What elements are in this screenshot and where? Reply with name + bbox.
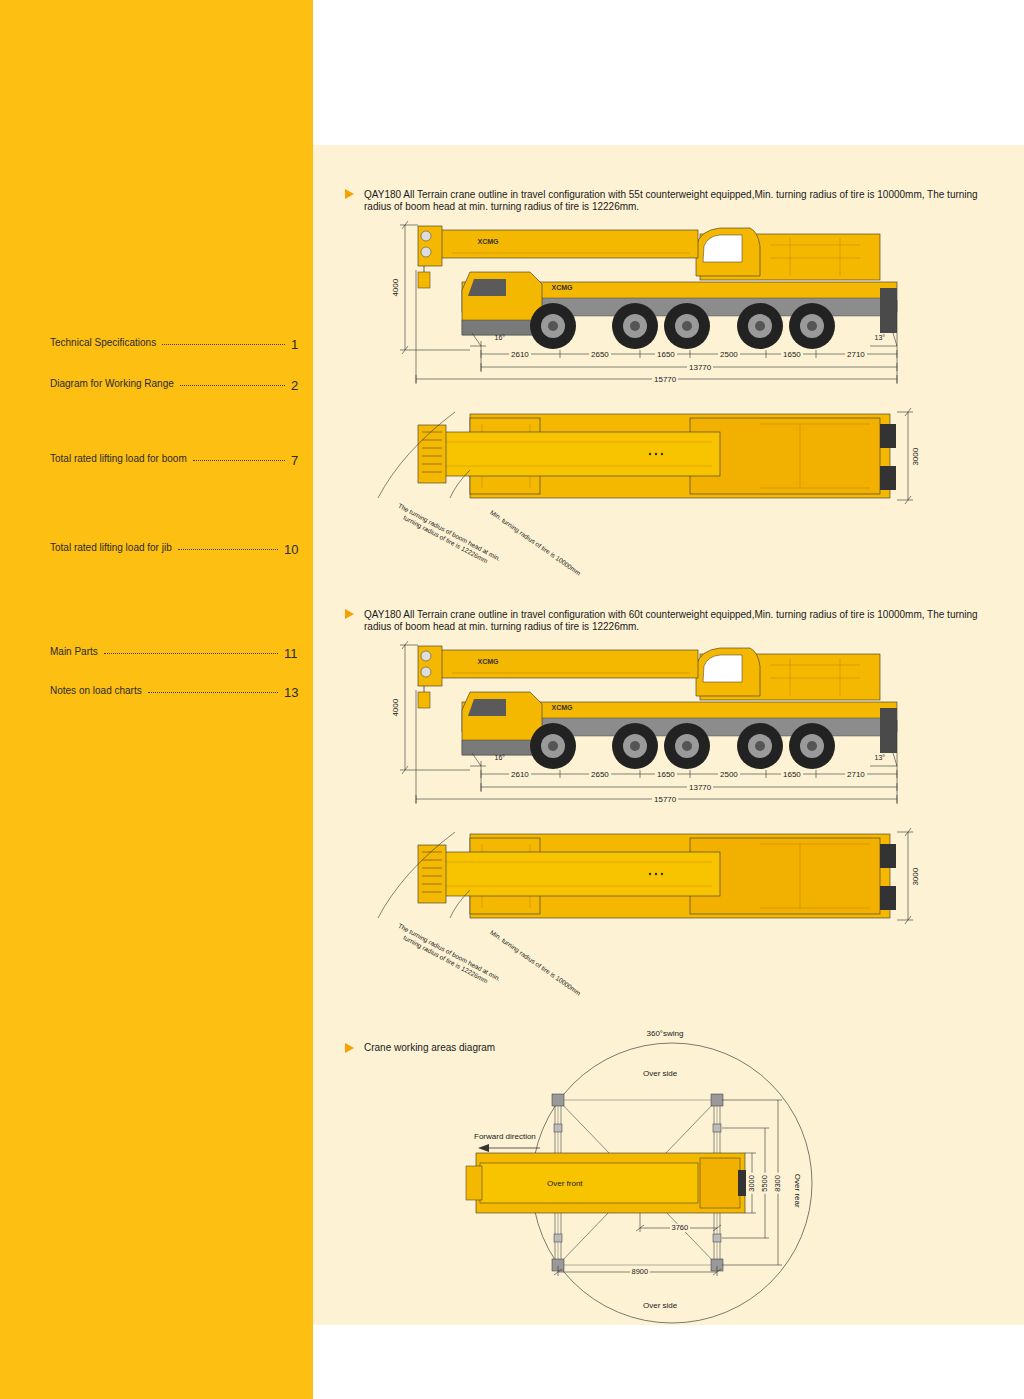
area-label: Over rear — [792, 1173, 801, 1207]
dimension-label: 1650 — [781, 770, 803, 779]
working-area-diagram-part — [466, 1166, 482, 1200]
dimension-label: 1650 — [655, 350, 677, 359]
logo-text: XCMG — [550, 704, 575, 712]
dot-leader — [148, 692, 278, 693]
working-area-diagram-part — [554, 1124, 562, 1132]
dimension-label: 4000 — [391, 278, 400, 296]
working-area-diagram-part — [700, 1158, 740, 1208]
dimension-label: 2500 — [718, 350, 740, 359]
section-heading: Crane working areas diagram — [364, 1042, 495, 1054]
working-area-diagram-part — [552, 1094, 564, 1106]
radius-note: Min. turning radius of tire is 10000mm — [488, 509, 581, 578]
toc-entry: Total rated lifting load for jib — [50, 542, 172, 554]
dimension-label: 3760 — [670, 1224, 691, 1233]
working-area-diagram-part — [476, 1153, 745, 1213]
dimension-label: 2710 — [845, 350, 867, 359]
dot-leader — [180, 385, 285, 386]
working-area-diagram-part — [713, 1124, 721, 1132]
working-area-diagram-part-part — [722, 1100, 782, 1265]
working-area-diagram-part — [738, 1170, 746, 1196]
page-number: 10 — [284, 542, 298, 557]
toc-entry: Notes on load charts — [50, 685, 142, 697]
working-area-diagram-part — [554, 1100, 782, 1276]
dimension-label: 8900 — [630, 1268, 651, 1277]
working-area-diagram-part — [486, 1148, 540, 1149]
toc-entry: Total rated lifting load for boom — [50, 453, 187, 465]
radius-note: The turning radius of boom head at min. … — [388, 919, 506, 991]
crane-outline-60t — [345, 609, 913, 924]
page-number: 13 — [284, 685, 298, 700]
section-heading: QAY180 All Terrain crane outline in trav… — [364, 609, 1004, 633]
logo-text: XCMG — [476, 658, 501, 666]
logo-text: XCMG — [550, 284, 575, 292]
angle-label: 13° — [875, 754, 886, 762]
working-area-diagram-part — [711, 1094, 723, 1106]
dot-leader — [178, 549, 278, 550]
dimension-label: 2610 — [509, 770, 531, 779]
page-number: 11 — [284, 646, 298, 661]
page-number: 2 — [291, 378, 298, 393]
dimension-label: 5500 — [760, 1173, 769, 1194]
dimension-label: 1650 — [655, 770, 677, 779]
working-area-diagram-part — [480, 1163, 698, 1203]
dimension-label: 4000 — [391, 698, 400, 716]
working-area-diagram-part — [478, 1144, 489, 1152]
dimension-label: 13770 — [687, 363, 713, 372]
dot-leader — [193, 460, 285, 461]
toc-entry: Main Parts — [50, 646, 98, 658]
working-area-diagram-part-part — [722, 1128, 769, 1238]
dimension-label: 3000 — [747, 1173, 756, 1194]
dimension-label: 13770 — [687, 783, 713, 792]
dimension-label: 3000 — [911, 867, 920, 885]
dimension-label: 2650 — [589, 770, 611, 779]
dot-leader — [162, 344, 285, 345]
radius-note: Min. turning radius of tire is 10000mm — [488, 929, 581, 998]
radius-note: The turning radius of boom head at min. … — [388, 499, 506, 571]
dimension-label: 2610 — [509, 350, 531, 359]
dimension-label: 2710 — [845, 770, 867, 779]
area-label: Over front — [545, 1179, 585, 1188]
direction-label: Forward direction — [474, 1132, 536, 1141]
working-area-diagram-part-part — [554, 1266, 721, 1276]
working-area-diagram-part-part — [745, 1153, 756, 1213]
page-number: 7 — [291, 453, 298, 468]
area-label: Over side — [643, 1069, 677, 1078]
area-label: Over side — [643, 1301, 677, 1310]
angle-label: 13° — [875, 334, 886, 342]
dimension-label: 3000 — [911, 447, 920, 465]
page-number: 1 — [291, 337, 298, 352]
toc-entry: Diagram for Working Range — [50, 378, 174, 390]
working-area-diagram-part-part — [636, 1213, 721, 1232]
dimension-label: 2500 — [718, 770, 740, 779]
dot-leader — [104, 653, 278, 654]
working-area-diagram-part — [554, 1234, 562, 1242]
toc-entry: Technical Specifications — [50, 337, 156, 349]
dimension-label: 8300 — [773, 1173, 782, 1194]
working-area-diagram — [345, 1043, 812, 1323]
section-heading: QAY180 All Terrain crane outline in trav… — [364, 189, 1004, 213]
dimension-label: 1650 — [781, 350, 803, 359]
dimension-label: 15770 — [652, 795, 678, 804]
crane-outline-55t — [345, 189, 913, 504]
sidebar-band — [0, 0, 313, 1399]
working-area-diagram-part — [713, 1234, 721, 1242]
working-area-diagram-part — [345, 1043, 354, 1053]
angle-label: 16° — [495, 754, 506, 762]
area-label: 360°swing — [647, 1029, 684, 1038]
dimension-label: 15770 — [652, 375, 678, 384]
logo-text: XCMG — [476, 238, 501, 246]
content-panel — [313, 145, 1024, 1325]
dimension-label: 2650 — [589, 350, 611, 359]
angle-label: 16° — [495, 334, 506, 342]
